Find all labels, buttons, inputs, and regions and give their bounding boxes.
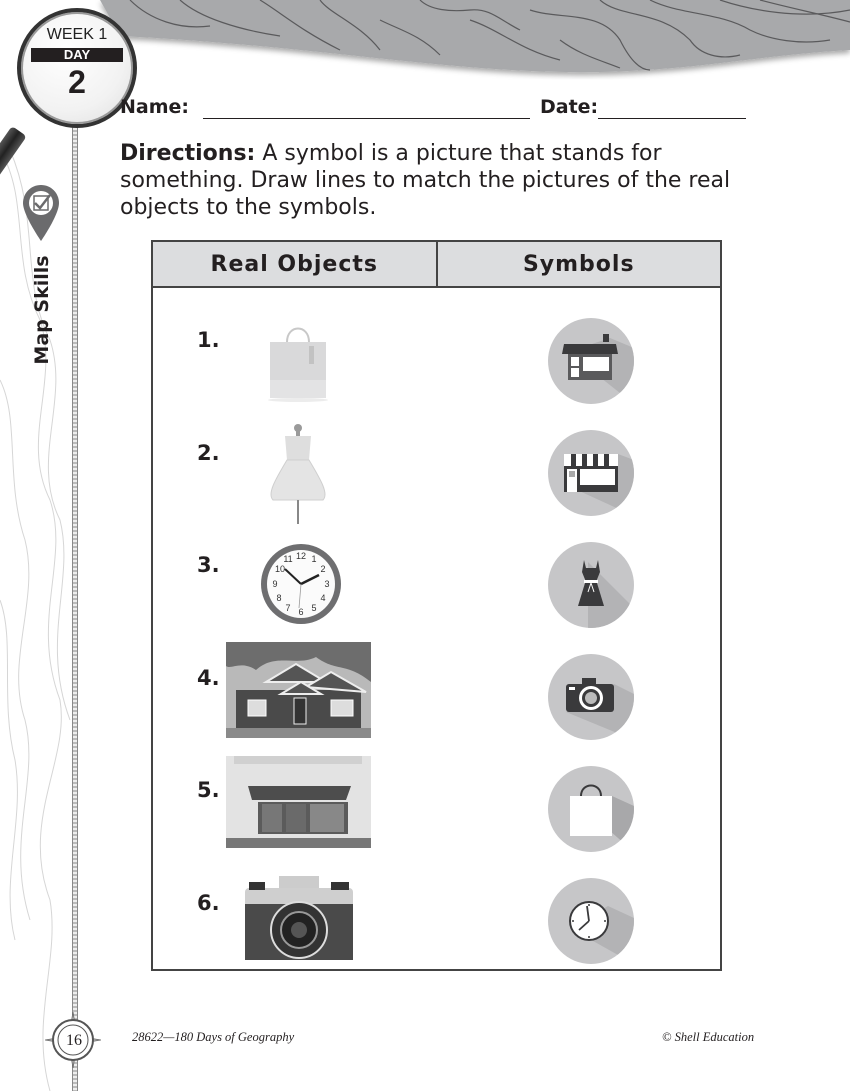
camera-photo[interactable] <box>239 876 359 960</box>
dress-icon[interactable] <box>548 542 634 628</box>
shopping-bag-photo[interactable] <box>265 320 331 404</box>
svg-text:2: 2 <box>320 564 325 574</box>
magnifier-lens: WEEK 1 DAY 2 <box>17 8 137 128</box>
row-number: 1. <box>197 328 220 352</box>
topographic-margin <box>0 149 71 1091</box>
svg-text:4: 4 <box>320 593 325 603</box>
header-real-objects: Real Objects <box>210 251 378 277</box>
matching-table: Real Objects Symbols 1. 2. 3. 4. 5. 6. 1… <box>151 240 722 971</box>
svg-text:12: 12 <box>296 551 306 561</box>
svg-text:1: 1 <box>311 554 316 564</box>
name-date-row: Name: Date: <box>120 96 750 124</box>
svg-text:3: 3 <box>324 579 329 589</box>
name-field[interactable] <box>203 118 530 119</box>
dress-mannequin-photo[interactable] <box>265 420 331 528</box>
row-number: 2. <box>197 441 220 465</box>
margin-ruler <box>72 110 78 1091</box>
clock-icon[interactable] <box>548 878 634 964</box>
shopping-bag-icon[interactable] <box>548 766 634 852</box>
camera-icon[interactable] <box>548 654 634 740</box>
row-number: 5. <box>197 778 220 802</box>
directions: Directions: A symbol is a picture that s… <box>120 140 740 221</box>
week-label: WEEK 1 <box>46 26 108 43</box>
row-number: 6. <box>197 891 220 915</box>
svg-text:7: 7 <box>285 603 290 613</box>
house-icon[interactable] <box>548 318 634 404</box>
svg-text:6: 6 <box>298 607 303 617</box>
date-label: Date: <box>540 96 599 118</box>
svg-text:9: 9 <box>272 579 277 589</box>
compass-icon <box>45 1012 101 1068</box>
house-photo[interactable] <box>226 642 371 738</box>
svg-text:10: 10 <box>275 564 285 574</box>
storefront-photo[interactable] <box>226 756 371 848</box>
directions-text: A symbol is a picture that stands for so… <box>120 141 731 220</box>
topographic-banner <box>100 0 850 73</box>
copyright: © Shell Education <box>662 1030 755 1044</box>
map-checkmark-pin-icon <box>23 185 59 241</box>
header-symbols: Symbols <box>435 242 721 286</box>
table-header: Real Objects Symbols <box>153 242 720 288</box>
storefront-icon[interactable] <box>548 430 634 516</box>
svg-text:5: 5 <box>311 603 316 613</box>
row-number: 4. <box>197 666 220 690</box>
book-title: 28622—180 Days of Geography <box>132 1030 295 1044</box>
row-number: 3. <box>197 553 220 577</box>
svg-text:11: 11 <box>283 554 292 564</box>
day-label: DAY <box>31 48 123 62</box>
section-label: Map Skills <box>31 255 53 365</box>
date-field[interactable] <box>598 118 746 119</box>
svg-text:8: 8 <box>276 593 281 603</box>
page-number: 16 <box>66 1032 82 1049</box>
name-label: Name: <box>120 96 190 118</box>
day-number: 2 <box>68 64 86 100</box>
directions-label: Directions: <box>120 141 256 166</box>
